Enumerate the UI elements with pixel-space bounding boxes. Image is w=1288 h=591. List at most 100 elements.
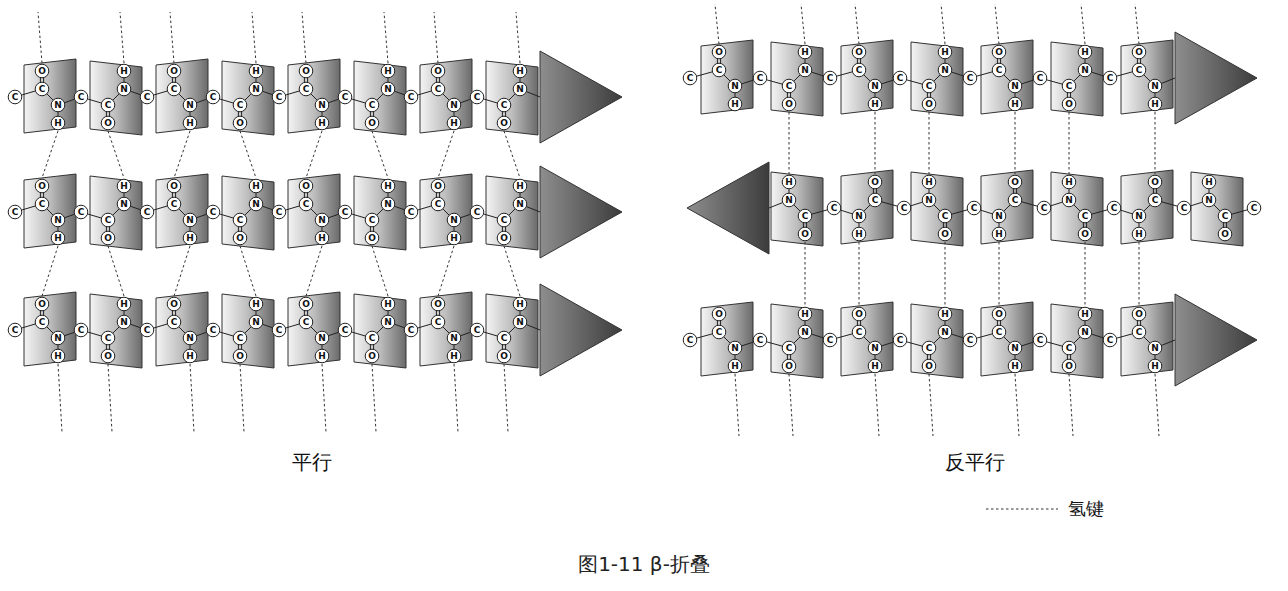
peptide-plane	[222, 176, 274, 250]
hydrogen-bond	[252, 12, 256, 63]
atom-symbol: C	[8, 205, 22, 219]
atom-circle	[683, 71, 697, 85]
atom-circle	[183, 116, 197, 130]
hydrogen-bond	[789, 374, 793, 436]
atom-symbol: C	[1103, 333, 1117, 347]
hydrogen-bond	[372, 131, 388, 178]
atom-symbol: C	[992, 325, 1006, 339]
atom-symbol: C	[963, 71, 977, 85]
hydrogen-bond	[1135, 4, 1139, 44]
peptide-plane	[701, 302, 753, 376]
hydrogen-bond	[108, 364, 112, 432]
hydrogen-bond	[58, 364, 62, 432]
atom-circle	[1062, 79, 1076, 93]
atom-circle	[992, 209, 1006, 223]
atom-circle	[1132, 45, 1146, 59]
atom-symbol: H	[381, 297, 395, 311]
atom-symbol: C	[272, 90, 286, 104]
peptide-plane	[486, 176, 538, 250]
atom-symbol: C	[74, 205, 88, 219]
atom-symbol: O	[712, 307, 726, 321]
atom-symbol: H	[447, 116, 461, 130]
atom-circle	[117, 197, 131, 211]
atom-circle	[299, 315, 313, 329]
atom-circle	[1132, 209, 1146, 223]
atom-circle	[683, 333, 697, 347]
atom-circle	[1008, 175, 1022, 189]
atom-symbol: C	[992, 63, 1006, 77]
atom-symbol: C	[1037, 201, 1051, 215]
atom-circle	[782, 97, 796, 111]
atom-symbol: O	[233, 231, 247, 245]
atom-symbol: C	[922, 341, 936, 355]
atom-symbol: H	[1202, 175, 1216, 189]
atom-circle	[233, 331, 247, 345]
atom-circle	[206, 205, 220, 219]
atom-symbol: O	[712, 45, 726, 59]
atom-circle	[497, 349, 511, 363]
hydrogen-bond	[715, 4, 719, 44]
legend-text: 氢键	[1068, 497, 1104, 521]
hydrogen-bond	[504, 246, 520, 296]
atom-symbol: N	[51, 98, 65, 112]
atom-circle	[893, 71, 907, 85]
atom-symbol: N	[513, 315, 527, 329]
atom-circle	[827, 201, 841, 215]
atom-circle	[365, 98, 379, 112]
atom-circle	[497, 98, 511, 112]
atom-symbol: H	[513, 297, 527, 311]
atom-symbol: N	[1078, 325, 1092, 339]
atom-circle	[206, 323, 220, 337]
atom-circle	[922, 79, 936, 93]
peptide-plane	[486, 61, 538, 135]
atom-circle	[922, 175, 936, 189]
hydrogen-bonds	[38, 4, 1159, 436]
atom-circle	[1103, 333, 1117, 347]
atom-symbol: C	[1132, 325, 1146, 339]
atom-symbol: N	[51, 213, 65, 227]
peptide-plane	[981, 302, 1033, 376]
atom-circle	[233, 231, 247, 245]
atom-symbol: H	[51, 231, 65, 245]
hydrogen-bond	[1081, 4, 1085, 44]
atom-circle	[868, 97, 882, 111]
atom-symbol: H	[868, 97, 882, 111]
atom-circle	[1103, 71, 1117, 85]
atom-symbol: N	[1062, 193, 1076, 207]
atom-symbol: N	[992, 209, 1006, 223]
atom-circle	[513, 64, 527, 78]
atom-symbol: C	[431, 82, 445, 96]
hydrogen-bond	[1015, 374, 1019, 436]
atom-circle	[431, 315, 445, 329]
atom-circle	[513, 197, 527, 211]
atom-symbol: N	[938, 325, 952, 339]
atom-circle	[431, 297, 445, 311]
peptide-plane	[288, 292, 340, 366]
peptide-plane	[420, 292, 472, 366]
peptide-plane	[288, 174, 340, 248]
atom-circle	[470, 205, 484, 219]
atom-symbol: C	[140, 205, 154, 219]
atom-symbol: N	[513, 197, 527, 211]
atom-circle	[431, 82, 445, 96]
atom-circle	[1062, 193, 1076, 207]
atom-symbol: O	[1008, 175, 1022, 189]
atom-symbol: C	[140, 90, 154, 104]
atom-symbol: H	[249, 179, 263, 193]
atom-symbol: C	[683, 333, 697, 347]
atom-symbol: C	[74, 323, 88, 337]
atom-circle	[513, 179, 527, 193]
atom-circle	[272, 205, 286, 219]
hydrogen-bond	[1139, 242, 1140, 306]
atom-circle	[249, 82, 263, 96]
peptide-plane	[156, 174, 208, 248]
atom-symbol: N	[1132, 209, 1146, 223]
hydrogen-bond	[875, 374, 879, 436]
atom-symbol: H	[117, 297, 131, 311]
strand-arrowhead	[540, 51, 622, 143]
atom-circle	[1148, 97, 1162, 111]
atom-circle	[868, 175, 882, 189]
atom-circle	[1202, 193, 1216, 207]
hydrogen-bond	[42, 246, 58, 296]
